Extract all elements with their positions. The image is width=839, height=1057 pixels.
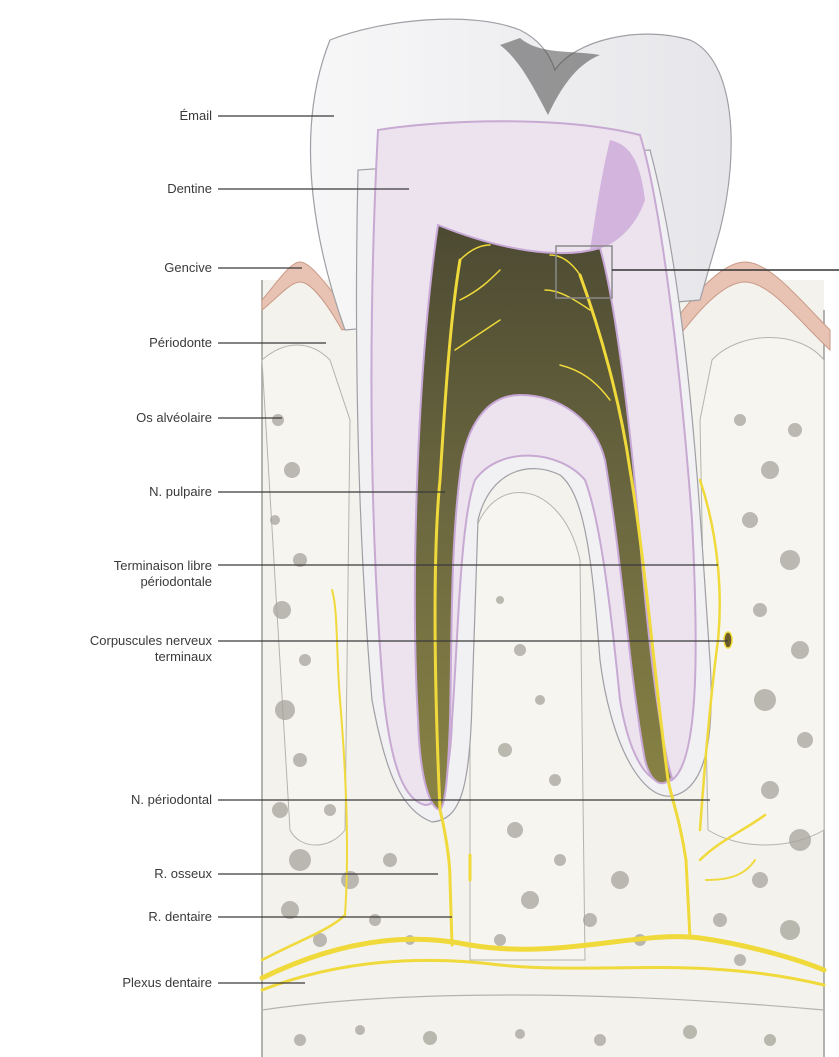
- label-periodonte: Périodonte: [149, 335, 212, 351]
- nerve-corpuscle: [724, 632, 732, 648]
- label-plexus-dentaire: Plexus dentaire: [122, 975, 212, 991]
- label-corpuscules: Corpuscules nerveux terminaux: [90, 633, 212, 665]
- label-terminaison-line2: périodontale: [114, 574, 212, 590]
- label-corpuscules-line1: Corpuscules nerveux: [90, 633, 212, 649]
- label-r-osseux: R. osseux: [154, 866, 212, 882]
- label-terminaison-line1: Terminaison libre: [114, 558, 212, 574]
- label-dentine: Dentine: [167, 181, 212, 197]
- label-r-dentaire: R. dentaire: [148, 909, 212, 925]
- label-n-pulpaire: N. pulpaire: [149, 484, 212, 500]
- label-os-alveolaire: Os alvéolaire: [136, 410, 212, 426]
- label-email: Émail: [179, 108, 212, 124]
- label-gencive: Gencive: [164, 260, 212, 276]
- label-terminaison-libre: Terminaison libre périodontale: [114, 558, 212, 590]
- label-n-periodontal: N. périodontal: [131, 792, 212, 808]
- label-corpuscules-line2: terminaux: [90, 649, 212, 665]
